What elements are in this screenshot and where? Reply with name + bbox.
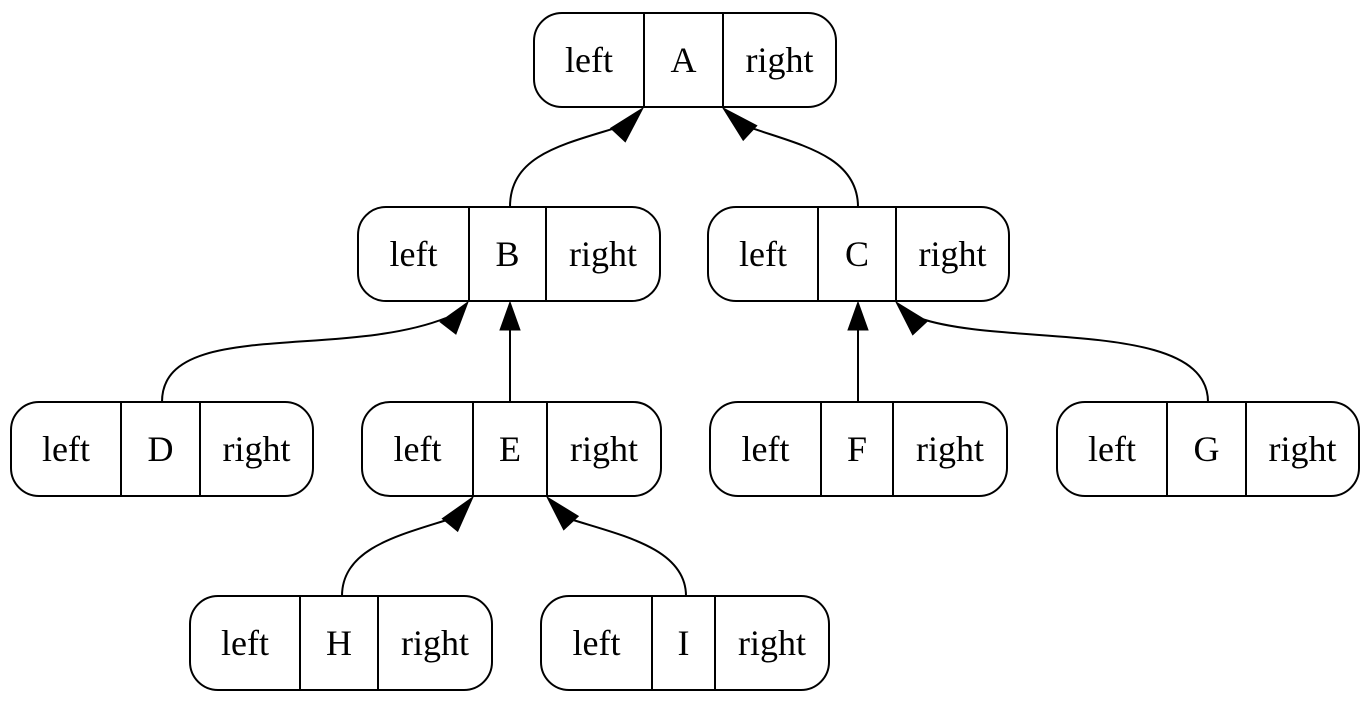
left-port: left: [390, 234, 438, 274]
arrowhead-icon: [847, 300, 869, 331]
edge-g-to-c: [894, 300, 1209, 403]
right-port: right: [570, 429, 638, 469]
left-port: left: [565, 40, 613, 80]
arrowhead-icon: [894, 300, 929, 336]
edge-line: [161, 317, 447, 403]
left-port: left: [739, 234, 787, 274]
node-label: B: [495, 234, 519, 274]
arrowhead-icon: [441, 495, 475, 533]
edge-line: [745, 125, 859, 208]
edges-layer: [161, 106, 1209, 597]
node-box: [189, 595, 493, 691]
left-port: left: [42, 429, 90, 469]
node-label: F: [847, 429, 867, 469]
edge-line: [569, 518, 687, 597]
right-port: right: [223, 429, 291, 469]
edge-line: [341, 518, 451, 597]
edge-line: [509, 125, 623, 208]
right-port: right: [916, 429, 984, 469]
right-port: right: [738, 623, 806, 663]
left-port: left: [1088, 429, 1136, 469]
edge-c-to-a: [721, 106, 859, 208]
node-label: I: [678, 623, 690, 663]
node-box: [10, 401, 314, 497]
node-box: [357, 206, 661, 302]
node-label: E: [499, 429, 521, 469]
arrowhead-icon: [609, 106, 645, 143]
left-port: left: [573, 623, 621, 663]
node-box: [540, 595, 830, 691]
node-label: G: [1194, 429, 1220, 469]
edge-e-to-b: [499, 300, 521, 402]
node-box: [707, 206, 1010, 302]
left-port: left: [742, 429, 790, 469]
node-label: D: [148, 429, 174, 469]
edge-line: [918, 317, 1209, 403]
right-port: right: [401, 623, 469, 663]
node-box: [1056, 401, 1360, 497]
right-port: right: [569, 234, 637, 274]
left-port: left: [221, 623, 269, 663]
edge-i-to-e: [545, 495, 687, 597]
node-label: H: [326, 623, 352, 663]
node-box: [361, 401, 662, 497]
arrowhead-icon: [545, 495, 580, 531]
arrowhead-icon: [721, 106, 758, 142]
arrowhead-icon: [499, 300, 521, 331]
arrowhead-icon: [439, 300, 470, 335]
node-box: [709, 401, 1008, 497]
edge-h-to-e: [341, 495, 475, 597]
node-label: A: [671, 40, 697, 80]
right-port: right: [1269, 429, 1337, 469]
edge-f-to-c: [847, 300, 869, 402]
edge-b-to-a: [509, 106, 645, 208]
right-port: right: [746, 40, 814, 80]
edge-d-to-b: [161, 300, 470, 403]
node-label: C: [845, 234, 869, 274]
node-box: [533, 12, 837, 108]
left-port: left: [394, 429, 442, 469]
right-port: right: [919, 234, 987, 274]
